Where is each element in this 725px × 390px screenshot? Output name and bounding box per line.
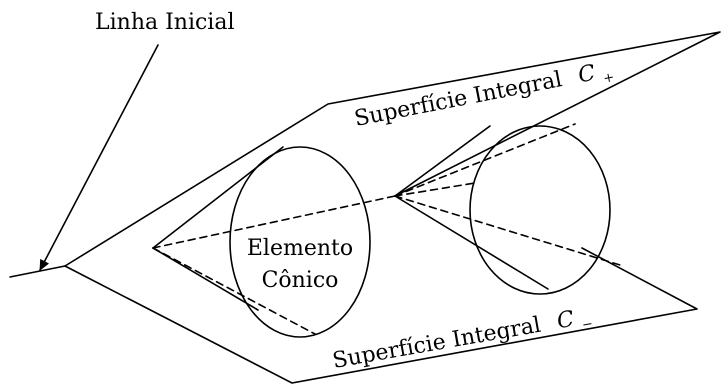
- initial-line-label: Linha Inicial: [95, 10, 235, 35]
- cone2-ellipse: [469, 125, 611, 295]
- cone-element-label-line2: Cônico: [262, 268, 339, 293]
- cone2-lower-edge: [394, 195, 549, 290]
- surface-c-plus-text: Superfície Integral: [352, 67, 564, 132]
- cone1-hidden-edge: [152, 247, 316, 335]
- surface-c-plus-symbol: C: [576, 61, 597, 89]
- cone-axis-dashed: [152, 195, 396, 249]
- surface-c-plus-subscript: +: [602, 70, 616, 87]
- cone-axis-dashed-2: [394, 182, 476, 197]
- cone-element-label-line1: Elemento: [247, 236, 353, 261]
- cone1-lower-edge: [152, 247, 259, 311]
- cone1-ellipse: [229, 146, 371, 338]
- surface-c-minus-symbol: C: [555, 307, 576, 335]
- cone2-hidden-edge-upper: [394, 123, 576, 197]
- surface-c-minus-outline: [64, 247, 698, 384]
- cone2-hidden-edge-lower: [394, 195, 621, 266]
- cone1-upper-edge: [152, 146, 284, 249]
- surface-c-plus-label: Superfície Integral C +: [352, 57, 615, 135]
- cone2-upper-edge: [394, 125, 491, 197]
- surface-c-plus-outline: [64, 31, 721, 267]
- initial-line: [9, 265, 66, 278]
- surface-c-minus-subscript: −: [581, 316, 594, 333]
- initial-line-arrow: [39, 44, 159, 271]
- surface-c-minus-label: Superfície Integral C −: [331, 304, 595, 377]
